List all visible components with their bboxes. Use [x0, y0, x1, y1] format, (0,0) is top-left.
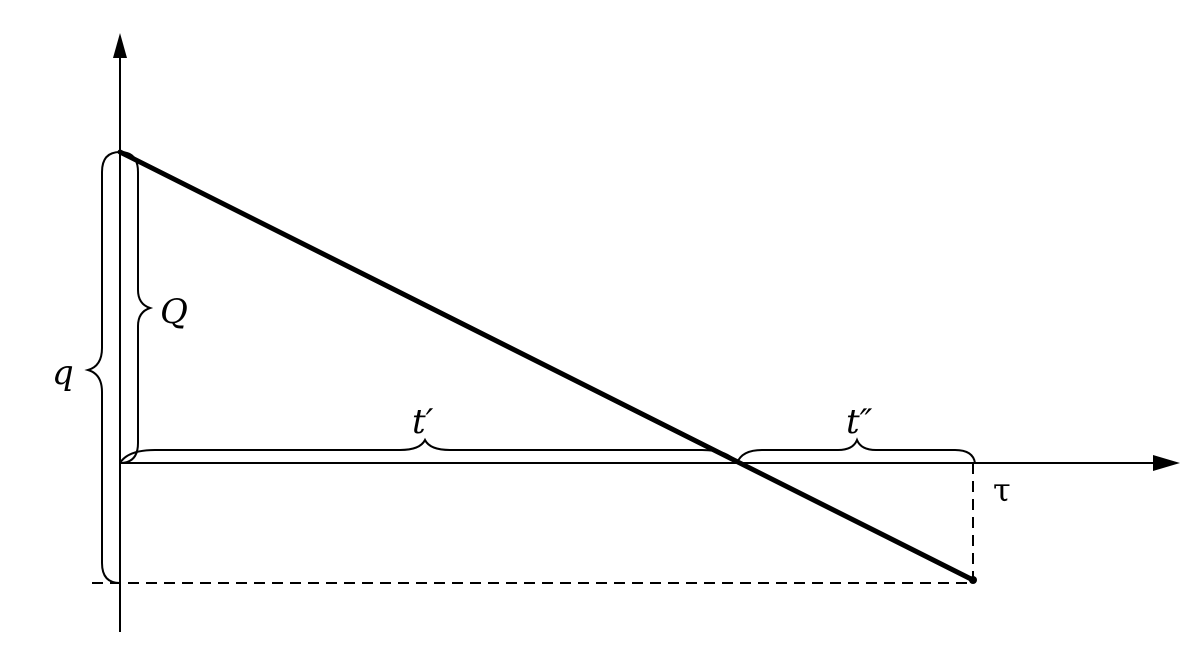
label-tau: τ	[993, 471, 1011, 509]
main-sloped-line	[117, 149, 976, 583]
horizontal-axis	[120, 455, 1180, 471]
vertical-axis-arrowhead	[113, 33, 127, 58]
vertical-axis	[113, 33, 127, 632]
brace-t-double-prime	[736, 437, 976, 464]
label-Q: Q	[160, 292, 188, 332]
label-q: q	[52, 353, 74, 393]
horizontal-axis-arrowhead	[1153, 455, 1180, 471]
brace-q	[84, 151, 121, 584]
brace-Q	[119, 151, 154, 464]
brace-t-prime	[119, 437, 738, 464]
line-end-dot	[969, 576, 977, 584]
label-t-prime: t′	[412, 402, 434, 442]
label-t-double-prime: t″	[846, 402, 873, 442]
